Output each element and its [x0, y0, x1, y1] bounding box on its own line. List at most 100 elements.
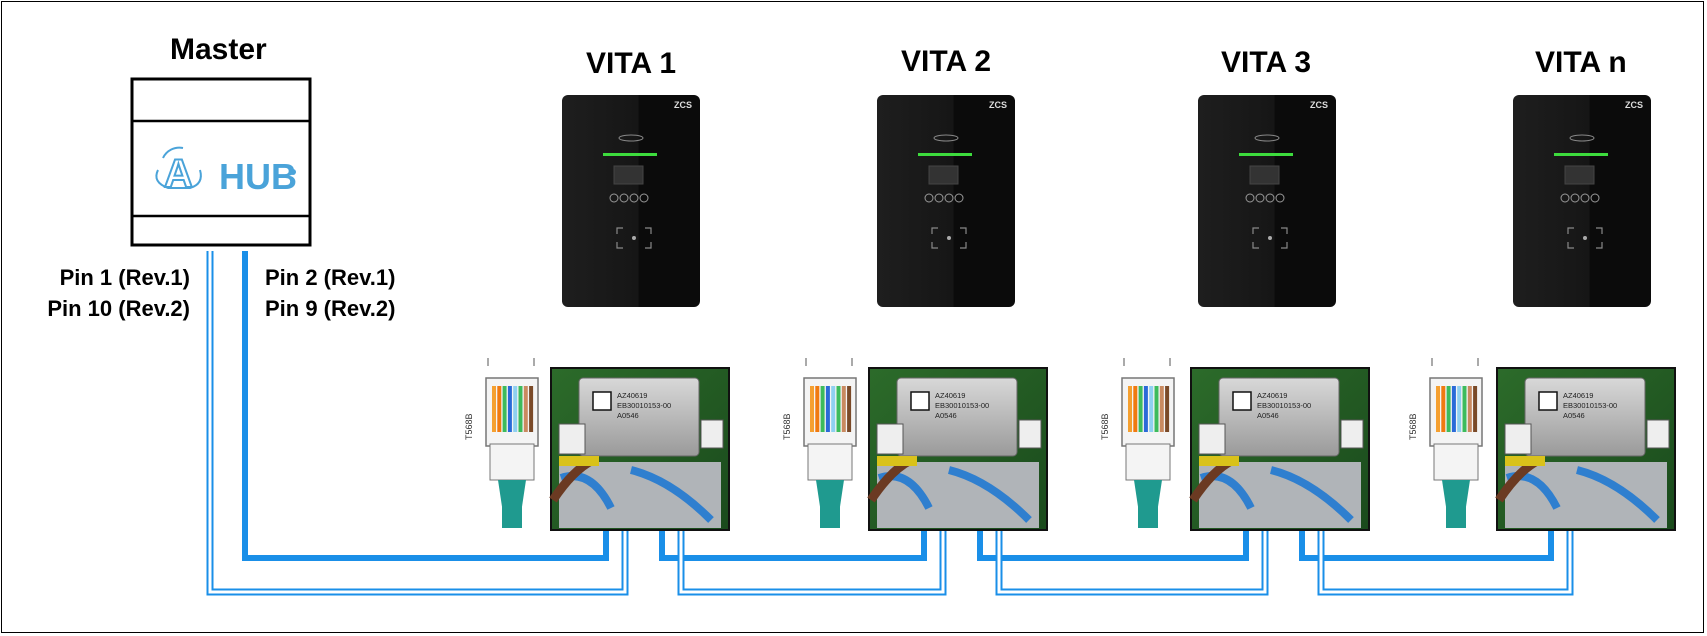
board-label: AZ40619 — [617, 391, 647, 400]
board-label: A0546 — [617, 411, 639, 420]
cable — [1446, 480, 1466, 528]
rfid-reader-icon — [1567, 227, 1603, 249]
ethernet-shield — [578, 377, 700, 457]
side-connector — [1340, 419, 1364, 449]
ethernet-shield — [1524, 377, 1646, 457]
board-label: AZ40619 — [935, 391, 965, 400]
charger-3: ZCS — [1198, 95, 1336, 307]
terminal-block — [1198, 423, 1226, 455]
board-label: EB30010153-00 — [1563, 401, 1617, 410]
rj45-connector-3: T568B — [1100, 358, 1175, 528]
charger-status-led — [1239, 153, 1293, 156]
charger-button-icon — [934, 193, 944, 203]
master-title: Master — [170, 33, 267, 66]
charger-logo-icon — [1254, 134, 1280, 142]
charger-button-icon — [609, 193, 619, 203]
charger-button-icon — [1580, 193, 1590, 203]
charger-title-1: VITA 1 — [586, 47, 677, 80]
charger-2: ZCS — [877, 95, 1015, 307]
charger-brand-label: ZCS — [989, 100, 1007, 110]
charger-title-n: VITA n — [1535, 46, 1627, 79]
pin-left-line2: Pin 10 (Rev.2) — [47, 296, 190, 321]
board-label: A0546 — [1257, 411, 1279, 420]
charger-button-icon — [1255, 193, 1265, 203]
cable — [502, 480, 522, 528]
board-label: A0546 — [1563, 411, 1585, 420]
rfid-reader-icon — [616, 227, 652, 249]
charger-display — [1249, 165, 1280, 185]
cable — [1138, 480, 1158, 528]
charger-display — [1564, 165, 1595, 185]
charger-logo-icon — [618, 134, 644, 142]
board-label: EB30010153-00 — [617, 401, 671, 410]
charger-title-3: VITA 3 — [1221, 46, 1312, 79]
ethernet-shield — [1218, 377, 1340, 457]
charger-logo-icon — [1569, 134, 1595, 142]
charger-button-icon — [924, 193, 934, 203]
terminal-block — [1504, 423, 1532, 455]
side-connector — [1018, 419, 1042, 449]
rj45-connector-1: T568B — [464, 358, 539, 528]
charger-brand-label: ZCS — [1625, 100, 1643, 110]
charger-4: ZCS — [1513, 95, 1651, 307]
charger-display — [928, 165, 959, 185]
charger-brand-label: ZCS — [674, 100, 692, 110]
ahub-logo: A HUB — [155, 146, 297, 197]
terminal-block — [876, 423, 904, 455]
charger-button-icon — [1275, 193, 1285, 203]
charger-status-led — [603, 153, 657, 156]
side-connector — [700, 419, 724, 449]
charger-button-icon — [944, 193, 954, 203]
board-label: AZ40619 — [1563, 391, 1593, 400]
charger-display — [613, 165, 644, 185]
terminal-block — [558, 423, 586, 455]
charger-button-icon — [1265, 193, 1275, 203]
charger-button-icon — [1590, 193, 1600, 203]
side-connector — [1646, 419, 1670, 449]
cable — [820, 480, 840, 528]
charger-button-icon — [1560, 193, 1570, 203]
qr-code-icon — [910, 391, 930, 411]
rj45-connector-4: T568B — [1408, 358, 1483, 528]
charger-button-icon — [639, 193, 649, 203]
qr-code-icon — [1232, 391, 1252, 411]
pin-right-line1: Pin 2 (Rev.1) — [265, 265, 396, 290]
ahub-logo-letter: A — [164, 152, 193, 196]
connector-standard-label: T568B — [464, 413, 474, 440]
charger-title-2: VITA 2 — [901, 45, 992, 78]
rj45-connector-2: T568B — [782, 358, 857, 528]
rfid-reader-icon — [1252, 227, 1288, 249]
charger-button-icon — [619, 193, 629, 203]
master-device: A HUB — [130, 77, 312, 247]
connector-standard-label: T568B — [1100, 413, 1110, 440]
ethernet-shield — [896, 377, 1018, 457]
board-label: A0546 — [935, 411, 957, 420]
charger-brand-label: ZCS — [1310, 100, 1328, 110]
charger-button-icon — [1570, 193, 1580, 203]
board-label: EB30010153-00 — [1257, 401, 1311, 410]
rfid-reader-icon — [931, 227, 967, 249]
charger-status-led — [1554, 153, 1608, 156]
pin-label-right: Pin 2 (Rev.1) Pin 9 (Rev.2) — [265, 262, 395, 324]
qr-code-icon — [1538, 391, 1558, 411]
charger-button-icon — [629, 193, 639, 203]
charger-logo-icon — [933, 134, 959, 142]
charger-status-led — [918, 153, 972, 156]
ahub-logo-text: HUB — [219, 156, 297, 197]
qr-code-icon — [592, 391, 612, 411]
board-label: AZ40619 — [1257, 391, 1287, 400]
charger-button-icon — [954, 193, 964, 203]
charger-button-icon — [1245, 193, 1255, 203]
pin-right-line2: Pin 9 (Rev.2) — [265, 296, 396, 321]
connector-standard-label: T568B — [782, 413, 792, 440]
